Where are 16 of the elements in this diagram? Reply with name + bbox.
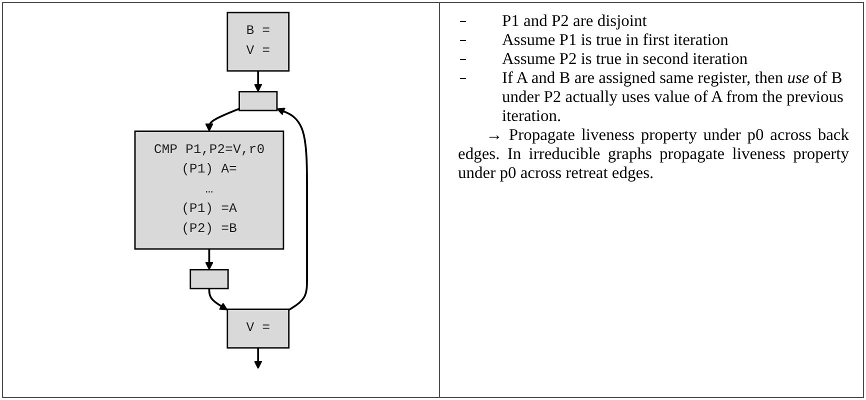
arrow xyxy=(276,108,308,311)
note-text: If A and B are assigned same register, then use of B under P2 actually uses value of A from the previous iteration. xyxy=(502,68,844,125)
node-box: B = V = xyxy=(226,12,290,72)
arrow xyxy=(254,348,262,369)
arrow xyxy=(205,108,240,132)
note-text: P1 and P2 are disjoint xyxy=(502,11,647,30)
node-box: CMP P1,P2=V,r0 (P1) A= … (P1) =A (P2) =B xyxy=(134,130,284,250)
node-box xyxy=(238,90,278,112)
node-box xyxy=(190,269,229,290)
note-text: Assume P2 is true in second iteration xyxy=(502,49,748,68)
note-text: Assume P1 is true in first iteration xyxy=(502,30,728,49)
node-box: V = xyxy=(226,308,290,349)
arrow xyxy=(205,248,214,270)
arrow xyxy=(208,288,228,310)
arrow xyxy=(254,70,262,92)
note-text: → Propagate liveness property under p0 across back edges. In irreducible graphs propagate liveness property under p0 across retreat edges. xyxy=(458,125,849,182)
